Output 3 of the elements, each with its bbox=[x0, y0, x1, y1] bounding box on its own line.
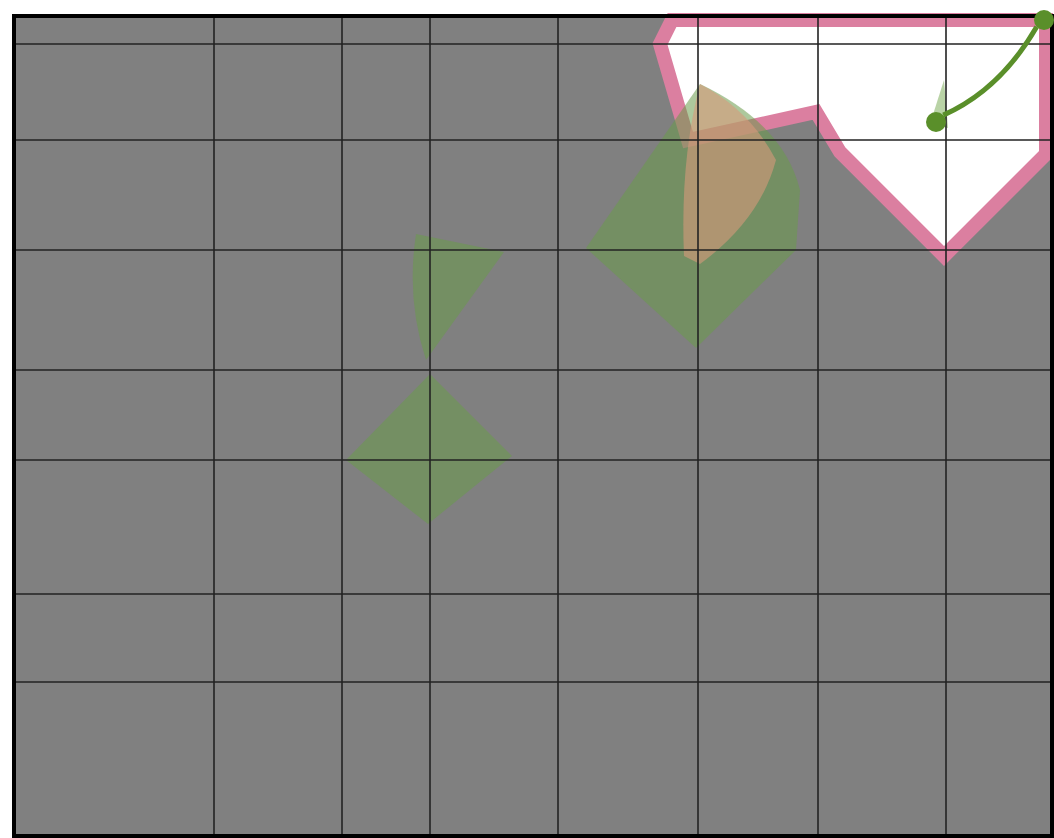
path-line bbox=[942, 25, 1039, 118]
path-point bbox=[926, 112, 946, 132]
path-point bbox=[1034, 10, 1054, 30]
